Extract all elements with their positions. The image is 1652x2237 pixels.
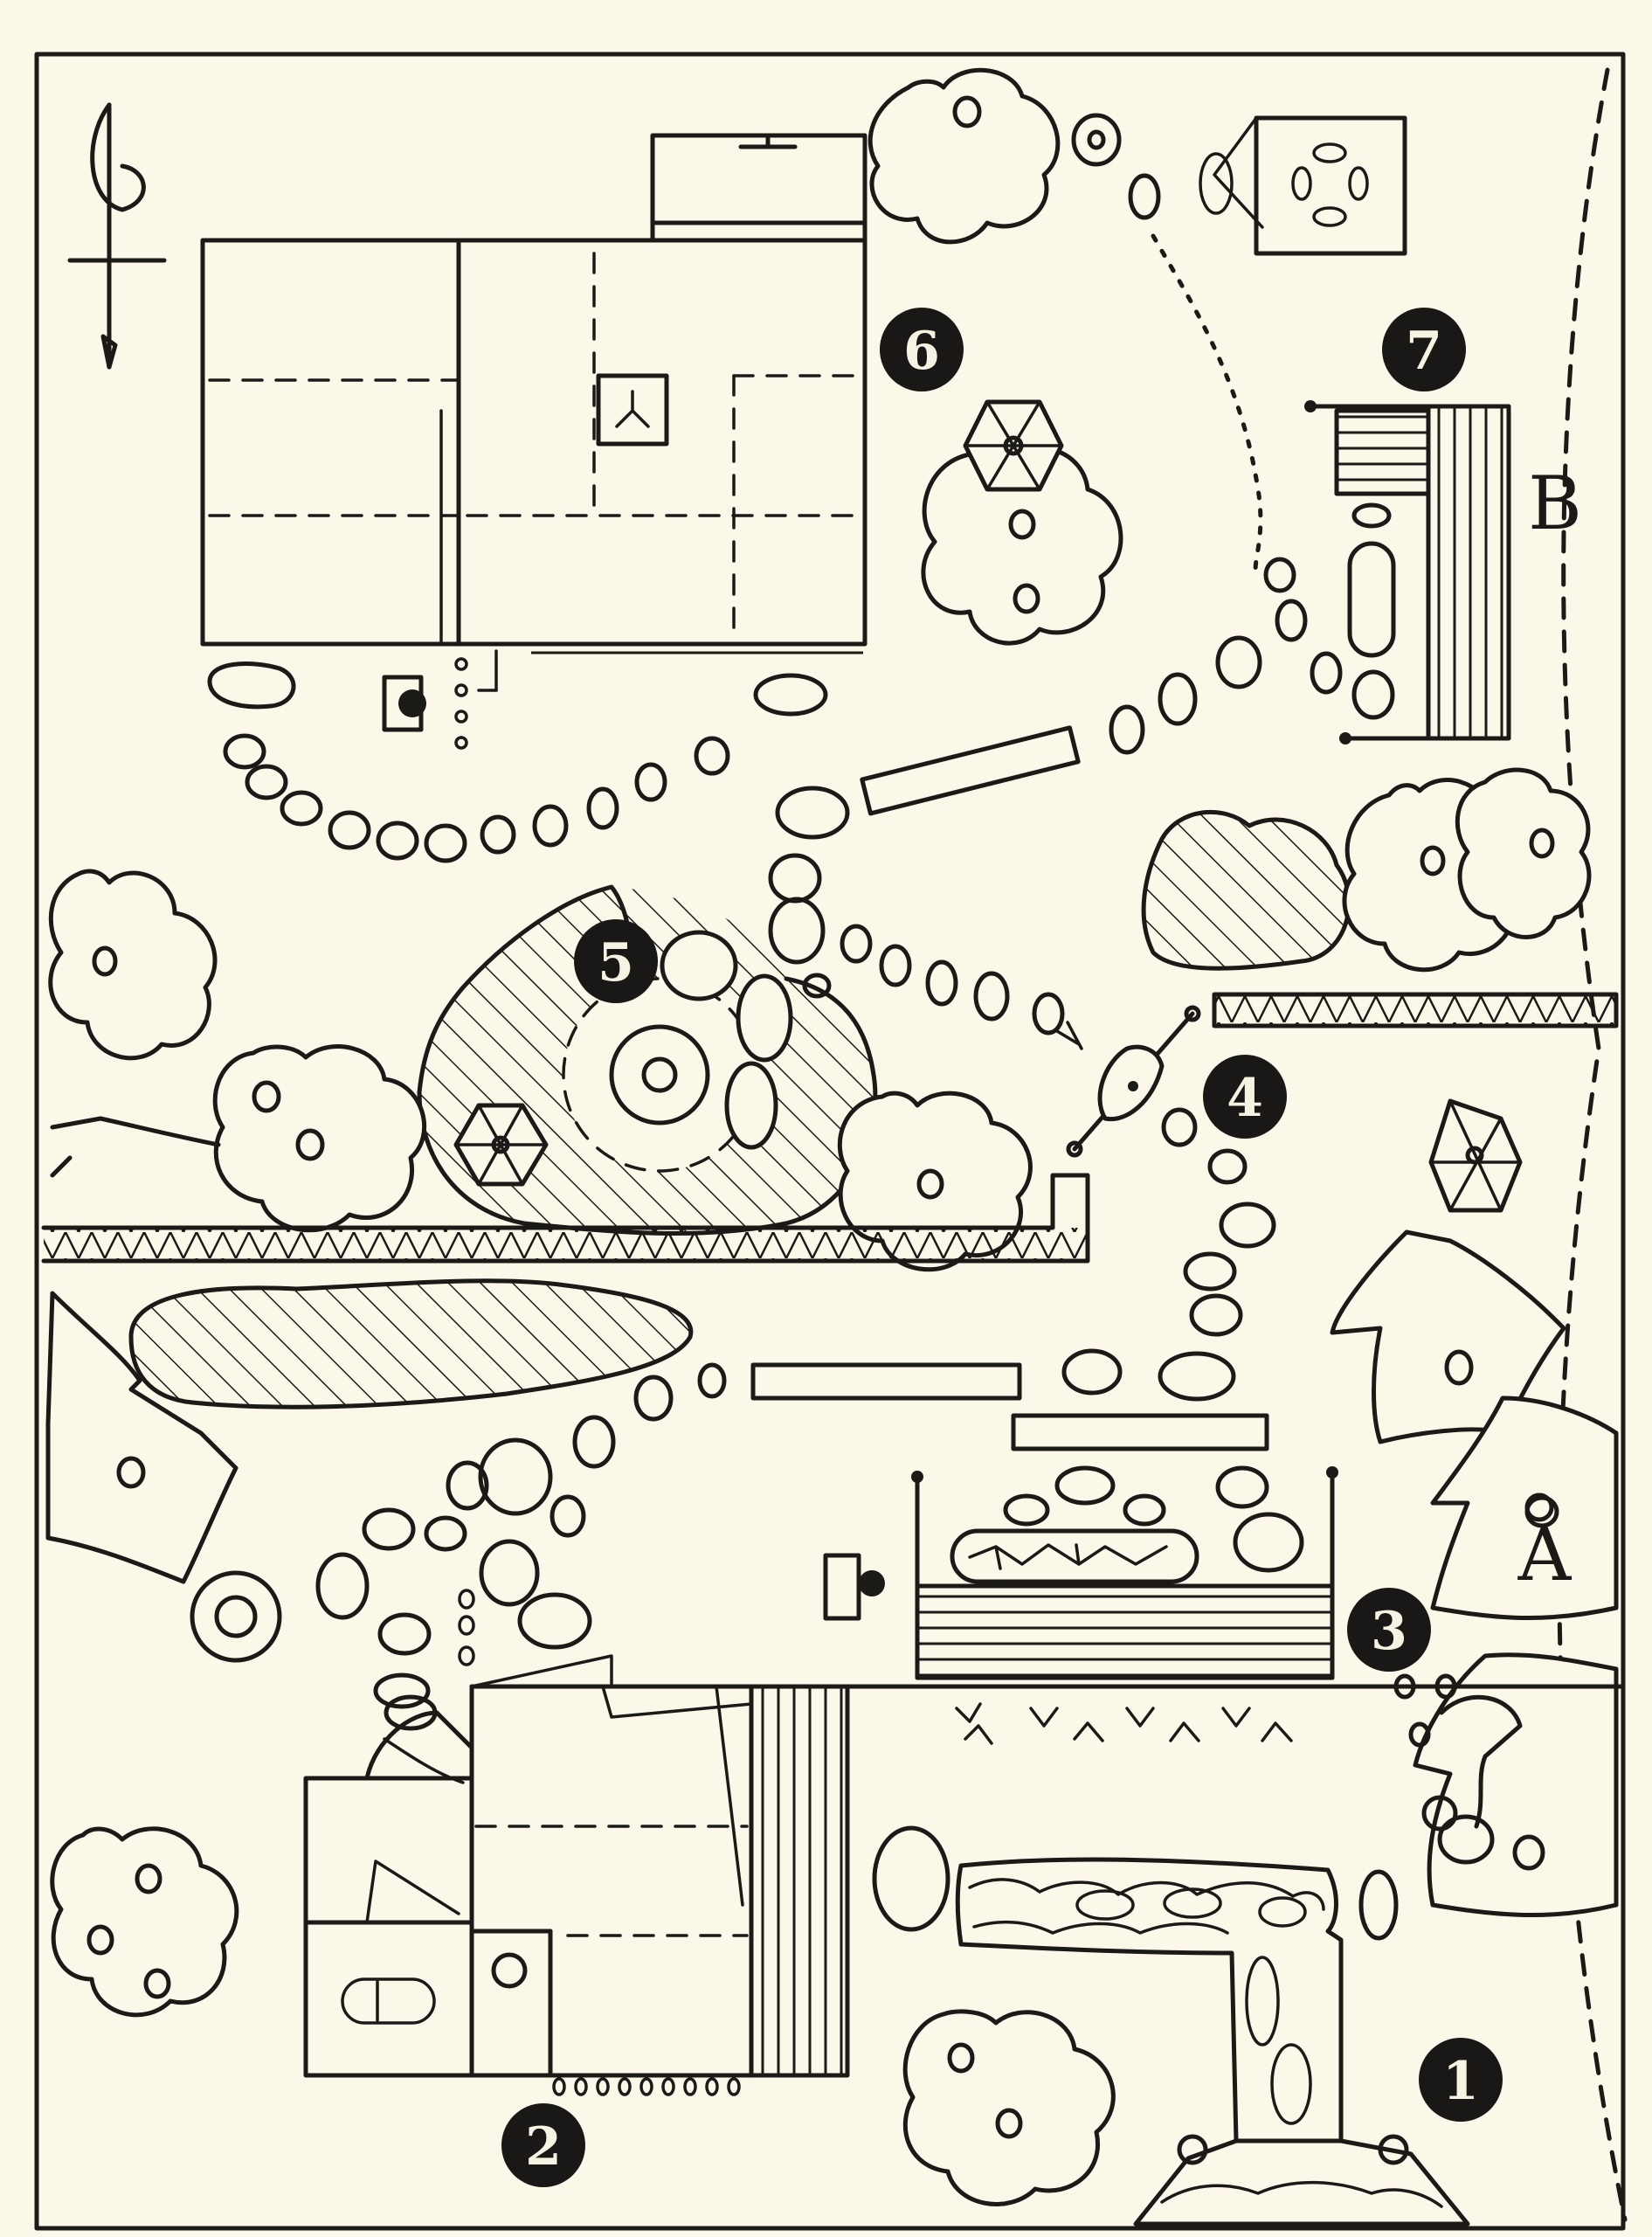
lantern-post-4	[1055, 1005, 1201, 1158]
north-arrow-icon	[67, 102, 167, 370]
wall-upper-right-outline	[1212, 992, 1619, 1028]
stone-slab-upper	[860, 725, 1081, 816]
marker-6-label: 6	[903, 321, 940, 382]
tree-left-middle	[48, 869, 218, 1061]
main-house	[200, 133, 867, 664]
stone-slab-gate	[1011, 1413, 1269, 1451]
gravel-trail	[1151, 233, 1263, 579]
marker-7: 7	[1382, 308, 1466, 391]
tree-lower-center	[902, 2009, 1116, 2206]
marker-1: 1	[1419, 2038, 1503, 2122]
tree-left-rock	[50, 1044, 426, 1233]
marker-6: 6	[880, 308, 964, 391]
stepping-stones-lower	[315, 1107, 1276, 1709]
tree-lower-right-small	[1393, 1673, 1523, 1865]
hexagon-lantern-right	[1428, 1098, 1523, 1213]
letter-a: A	[1517, 1512, 1573, 1597]
tree-round-middle	[921, 399, 1123, 646]
foot-stones-row	[552, 2077, 741, 2096]
water-basin-icon	[1199, 115, 1407, 256]
shrub-long-left	[128, 1278, 694, 1409]
marker-7-label: 7	[1406, 321, 1442, 382]
marker-5-label: 5	[598, 932, 634, 994]
shrub-right	[1141, 809, 1351, 971]
marker-2: 2	[501, 2103, 585, 2187]
stone-slab-lower	[750, 1362, 1022, 1401]
pine-tree-left	[45, 1291, 282, 1663]
gate-7	[1304, 400, 1511, 745]
marker-1-label: 1	[1442, 2051, 1479, 2112]
tree-pair-right	[1342, 767, 1592, 973]
stone-lantern-icon	[382, 649, 498, 750]
marker-2-label: 2	[525, 2116, 562, 2178]
tree-lower-left	[50, 1826, 239, 2018]
gate-3	[823, 1465, 1338, 1680]
plan-frame	[34, 52, 1626, 2231]
entrance-path-1	[872, 1825, 1470, 2227]
tree-group-top	[867, 67, 1161, 245]
wall-upper-right	[1214, 994, 1616, 1026]
grass-tufts	[955, 1702, 1293, 1745]
marker-5: 5	[574, 919, 658, 1003]
pine-tree-right	[1330, 1229, 1619, 1918]
tea-house-2	[303, 1589, 1623, 2096]
letter-b: B	[1528, 461, 1582, 546]
wall-middle	[44, 1228, 1088, 1261]
marker-4: 4	[1203, 1055, 1287, 1139]
marker-4-label: 4	[1227, 1068, 1263, 1129]
marker-3-label: 3	[1371, 1601, 1407, 1662]
letter-a-mark	[1524, 1492, 1554, 1522]
marker-3: 3	[1347, 1588, 1431, 1672]
